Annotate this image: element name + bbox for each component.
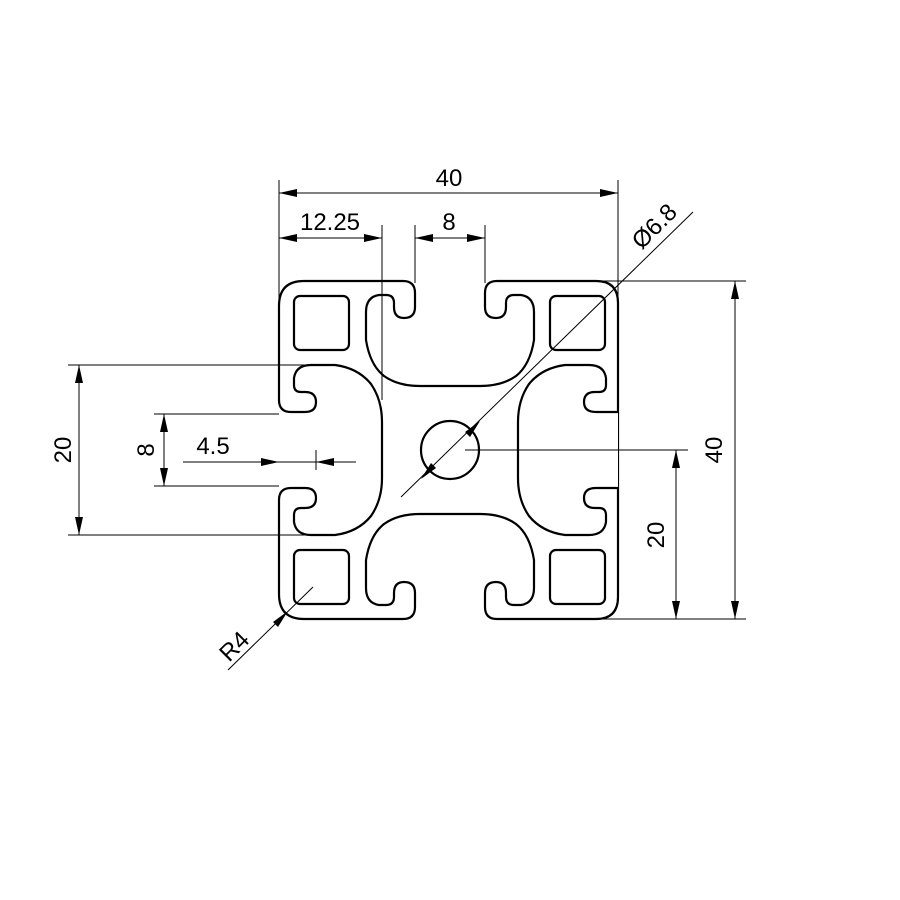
cavity-bottom-right [548, 548, 607, 606]
dim-slot-depth-text: 4.5 [196, 433, 229, 460]
dim-overall-width: 40 [278, 165, 619, 300]
cavity-bottom-left [292, 548, 351, 606]
dim-slot-offset-text: 12.25 [300, 209, 360, 236]
dim-half-height-right-text: 20 [643, 522, 670, 549]
dim-slot-width: 8 [414, 209, 486, 283]
dim-slot-width-left-text: 8 [133, 443, 160, 456]
dim-half-height-right: 20 [465, 449, 688, 619]
dim-slot-width-left: 8 [133, 413, 279, 487]
dim-half-height-left: 20 [50, 364, 308, 536]
cavity-top-right [548, 294, 607, 352]
dim-overall-height-text: 40 [701, 437, 728, 464]
dim-half-height-left-text: 20 [50, 437, 77, 464]
cavity-top-left [292, 294, 351, 352]
dim-center-bore-text: Ø6.8 [627, 199, 683, 255]
dim-slot-offset: 12.25 [279, 209, 383, 400]
dim-slot-depth: 4.5 [183, 433, 356, 470]
dim-corner-radius-text: R4 [214, 626, 255, 667]
dim-overall-height: 40 [600, 280, 746, 620]
dim-slot-width-text: 8 [442, 209, 455, 236]
dim-overall-width-text: 40 [436, 165, 463, 192]
